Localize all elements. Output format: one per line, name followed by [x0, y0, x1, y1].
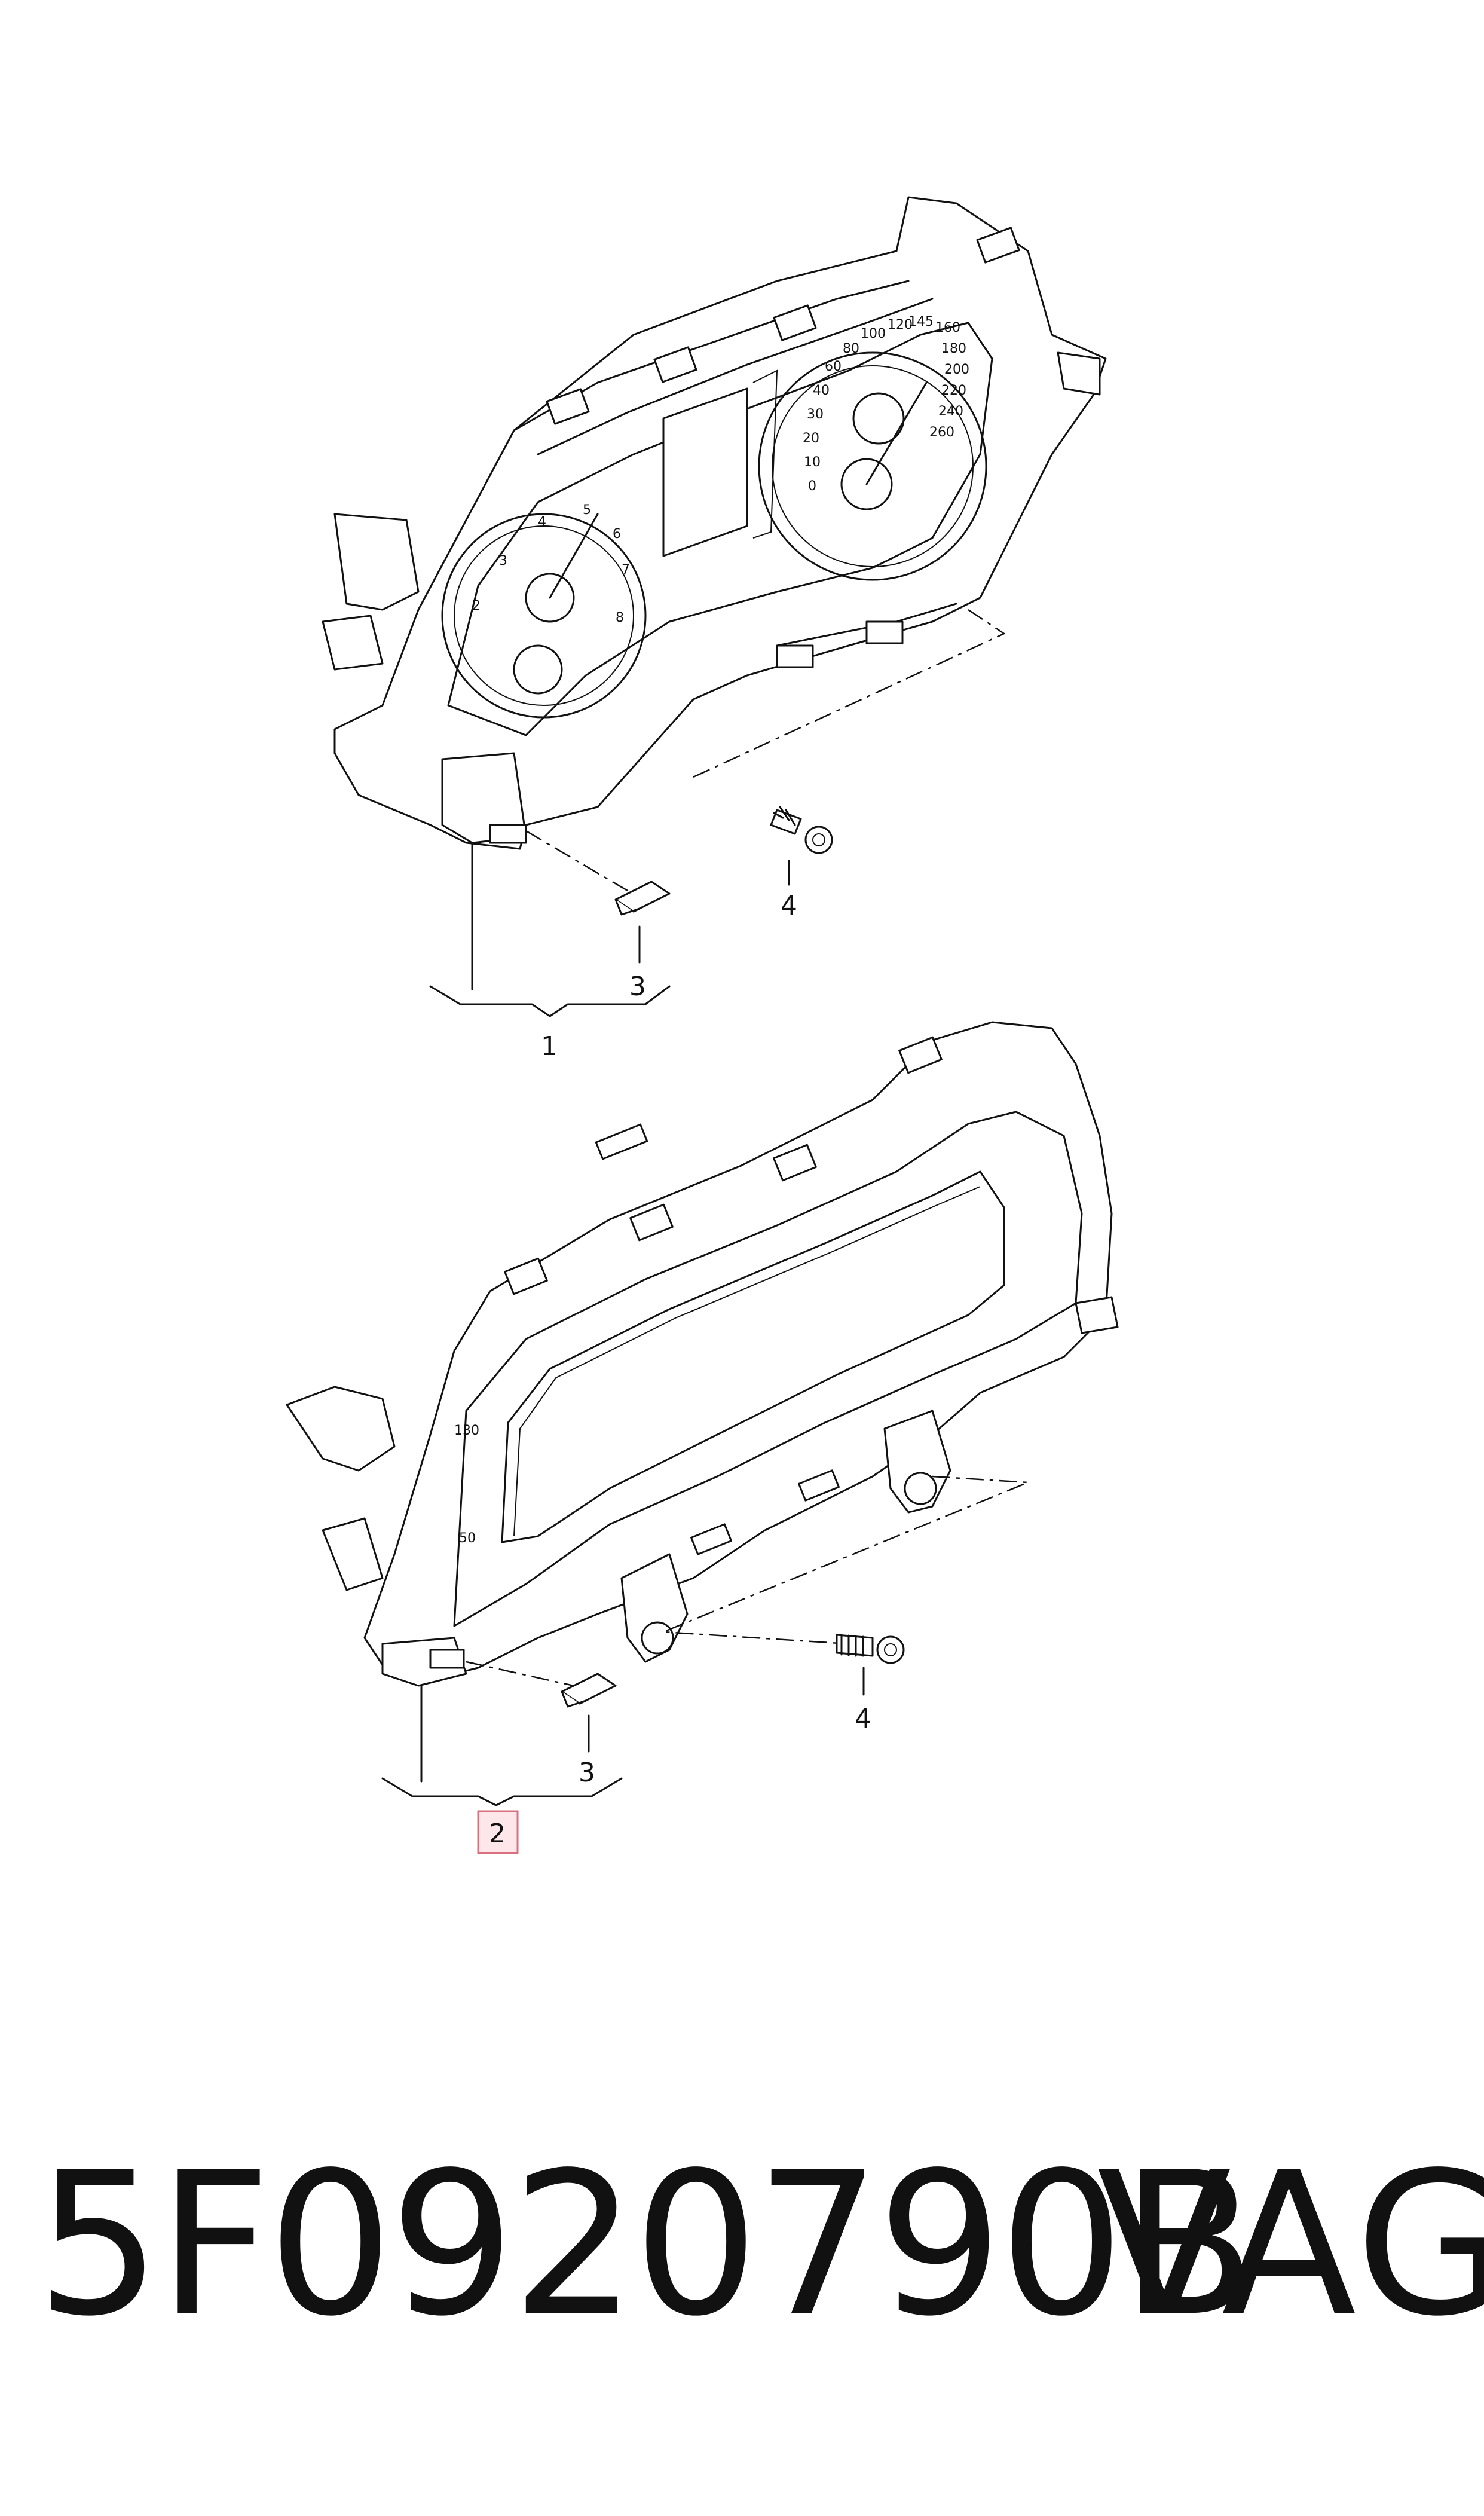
exploded-parts-diagram: 0 10 20 30 40 60 80 100 120 145 160 180 … [286, 196, 1119, 1854]
group-bracket-1 [429, 842, 671, 1017]
speedometer-scale: 0 10 20 30 40 60 80 100 120 145 160 180 … [803, 314, 969, 494]
speedo-tick: 180 [941, 341, 966, 356]
callout-4-top: 4 [781, 891, 797, 921]
assembly-line [663, 1475, 1029, 1645]
digital-instrument-cluster [286, 1021, 1119, 1687]
callout-3-top: 3 [629, 971, 646, 1002]
screw-bottom [836, 1634, 905, 1696]
screw-top [770, 806, 833, 886]
tachometer-scale: 2 3 4 5 6 7 8 [472, 503, 630, 625]
speedo-tick: 80 [843, 341, 859, 356]
tacho-tick: 8 [616, 610, 624, 625]
speedo-tick: 100 [861, 326, 886, 341]
analog-instrument-cluster [322, 196, 1107, 850]
callout-1: 1 [541, 1031, 558, 1062]
callout-2: 2 [489, 1818, 506, 1849]
brand-label: VAG [1097, 2130, 1484, 2359]
assembly-line [693, 609, 1006, 778]
assembly-line [466, 1661, 574, 1687]
speedo-tick: 0 [808, 479, 816, 494]
callout-3-bottom: 3 [579, 1757, 595, 1788]
speedo-tick: 200 [944, 362, 969, 377]
speedo-tick: 40 [813, 383, 830, 398]
speedo-tick: 260 [929, 425, 954, 440]
speedo-tick: 145 [908, 314, 934, 329]
tacho-tick: 3 [499, 554, 507, 568]
speedo-tick: 10 [804, 455, 821, 470]
digital-scale-tick: 130 [454, 1423, 479, 1438]
digital-scale-tick: 50 [459, 1531, 476, 1546]
callout-2-highlighted[interactable]: 2 [477, 1810, 519, 1854]
speedo-tick: 220 [941, 383, 966, 398]
speedo-tick: 30 [807, 407, 824, 422]
part-number: 5F0920790B [36, 2130, 1256, 2359]
tacho-tick: 5 [583, 503, 591, 518]
speedo-tick: 120 [888, 317, 913, 332]
tacho-tick: 6 [613, 527, 621, 542]
callout-4-bottom: 4 [855, 1704, 871, 1734]
speedo-tick: 240 [938, 404, 963, 419]
tacho-tick: 2 [472, 598, 481, 613]
clip-top [614, 881, 671, 964]
speedo-tick: 160 [935, 320, 960, 335]
assembly-line [525, 830, 628, 892]
tacho-tick: 7 [622, 562, 630, 577]
group-bracket-2 [381, 1685, 623, 1806]
speedo-tick: 60 [825, 359, 842, 374]
tacho-tick: 4 [538, 515, 546, 530]
speedo-tick: 20 [803, 431, 819, 446]
clip-bottom [561, 1673, 617, 1753]
